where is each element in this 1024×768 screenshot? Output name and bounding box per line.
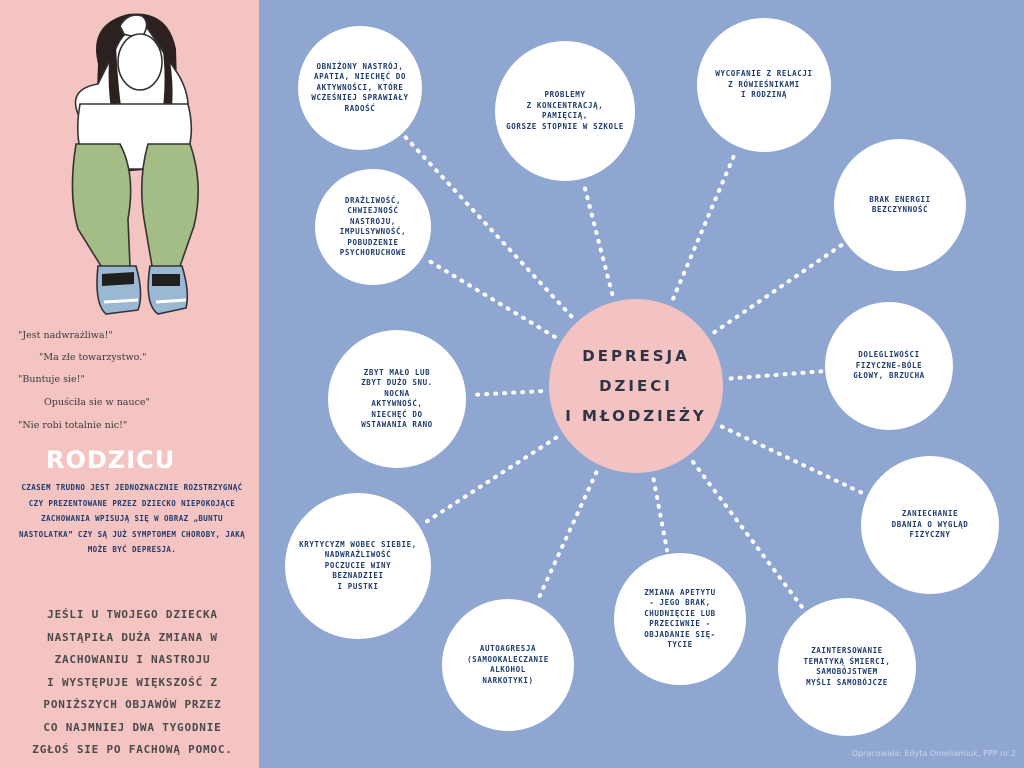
- parent-advice: JEŚLI U TWOJEGO DZIECKA NASTĄPIŁA DUŻA Z…: [32, 608, 233, 756]
- symptom-bubble: DRAŻLIWOŚĆ, CHWIEJNOŚĆ NASTROJU, IMPULSY…: [315, 169, 431, 285]
- symptom-bubble: KRYTYCYZM WOBEC SIEBIE, NADWRAŻLIWOŚĆ PO…: [285, 493, 431, 639]
- sad-girl-illustration: [71, 13, 199, 315]
- symptom-bubble: AUTOAGRESJA (SAMOOKALECZANIE ALKOHOL NAR…: [442, 599, 574, 731]
- dotted-connector: [712, 242, 845, 335]
- symptom-text: KRYTYCYZM WOBEC SIEBIE, NADWRAŻLIWOŚĆ PO…: [299, 539, 417, 591]
- symptom-bubble: WYCOFANIE Z RELACJI Z RÓWIEŚNIKAMI I ROD…: [697, 18, 831, 152]
- dotted-connector: [535, 470, 599, 604]
- dotted-connector: [719, 424, 867, 496]
- center-bubble: DEPRESJA DZIECI I MŁODZIEŻY: [549, 299, 723, 473]
- author-credit: Opracowała: Edyta Omeliamiuk, PPP nr 2: [851, 749, 1016, 758]
- symptom-text: ZBYT MAŁO LUB ZBYT DUŻO SNU. NOCNA AKTYW…: [361, 367, 433, 430]
- symptom-bubble: OBNIŻONY NASTRÓJ, APATIA, NIECHĘĆ DO AKT…: [298, 26, 422, 150]
- dotted-connector: [671, 148, 739, 301]
- quote-text: "Ma złe towarzystwo.": [39, 352, 147, 363]
- quote-text: "Buntuje sie!": [18, 374, 85, 385]
- dotted-connector: [420, 435, 559, 527]
- symptom-bubble: ZAINTERSOWANIE TEMATYKĄ ŚMIERCI, SAMOBÓJ…: [778, 598, 916, 736]
- symptom-text: ZANIECHANIE DBANIA O WYGLĄD FIZYCZNY: [891, 509, 969, 540]
- symptom-bubble: BRAK ENERGII BEZCZYNNOŚĆ: [834, 139, 966, 271]
- symptom-bubble: PROBLEMY Z KONCENTRACJĄ, PAMIĘCIĄ, GORSZ…: [495, 41, 635, 181]
- dotted-connector: [728, 369, 824, 381]
- parent-heading: RODZICU: [46, 446, 176, 474]
- symptom-text: DRAŻLIWOŚĆ, CHWIEJNOŚĆ NASTROJU, IMPULSY…: [339, 195, 407, 258]
- symptom-bubble: ZMIANA APETYTU - JEGO BRAK, CHUDNIĘCIE L…: [614, 553, 746, 685]
- dotted-connector: [691, 459, 806, 611]
- dotted-connector: [581, 180, 615, 297]
- dotted-connector: [651, 477, 670, 553]
- symptom-bubble: ZANIECHANIE DBANIA O WYGLĄD FIZYCZNY: [861, 456, 999, 594]
- symptom-text: PROBLEMY Z KONCENTRACJĄ, PAMIĘCIĄ, GORSZ…: [506, 90, 624, 131]
- parent-paragraph: CZASEM TRUDNO JEST JEDNOZNACZNIE ROZSTRZ…: [18, 483, 246, 554]
- symptom-text: WYCOFANIE Z RELACJI Z RÓWIEŚNIKAMI I ROD…: [715, 69, 813, 100]
- quote-text: Opuściła sie w nauce": [44, 397, 150, 408]
- symptom-text: BRAK ENERGII BEZCZYNNOŚĆ: [869, 194, 931, 215]
- symptom-text: ZAINTERSOWANIE TEMATYKĄ ŚMIERCI, SAMOBÓJ…: [803, 646, 891, 687]
- quote-text: "Jest nadwrażliwa!": [18, 330, 113, 341]
- dotted-connector: [467, 389, 544, 398]
- symptom-bubble: DOLEGLIWOŚCI FIZYCZNE-BÓLE GŁOWY, BRZUCH…: [825, 302, 953, 430]
- dotted-connector: [424, 257, 557, 339]
- symptom-bubble: ZBYT MAŁO LUB ZBYT DUŻO SNU. NOCNA AKTYW…: [328, 330, 466, 468]
- center-title: DEPRESJA DZIECI I MŁODZIEŻY: [565, 347, 707, 425]
- symptom-text: DOLEGLIWOŚCI FIZYCZNE-BÓLE GŁOWY, BRZUCH…: [853, 350, 925, 381]
- symptom-text: ZMIANA APETYTU - JEGO BRAK, CHUDNIĘCIE L…: [644, 587, 716, 650]
- symptom-text: AUTOAGRESJA (SAMOOKALECZANIE ALKOHOL NAR…: [467, 644, 549, 685]
- quote-text: "Nie robi totalnie nic!": [18, 420, 128, 431]
- symptom-text: OBNIŻONY NASTRÓJ, APATIA, NIECHĘĆ DO AKT…: [311, 61, 409, 113]
